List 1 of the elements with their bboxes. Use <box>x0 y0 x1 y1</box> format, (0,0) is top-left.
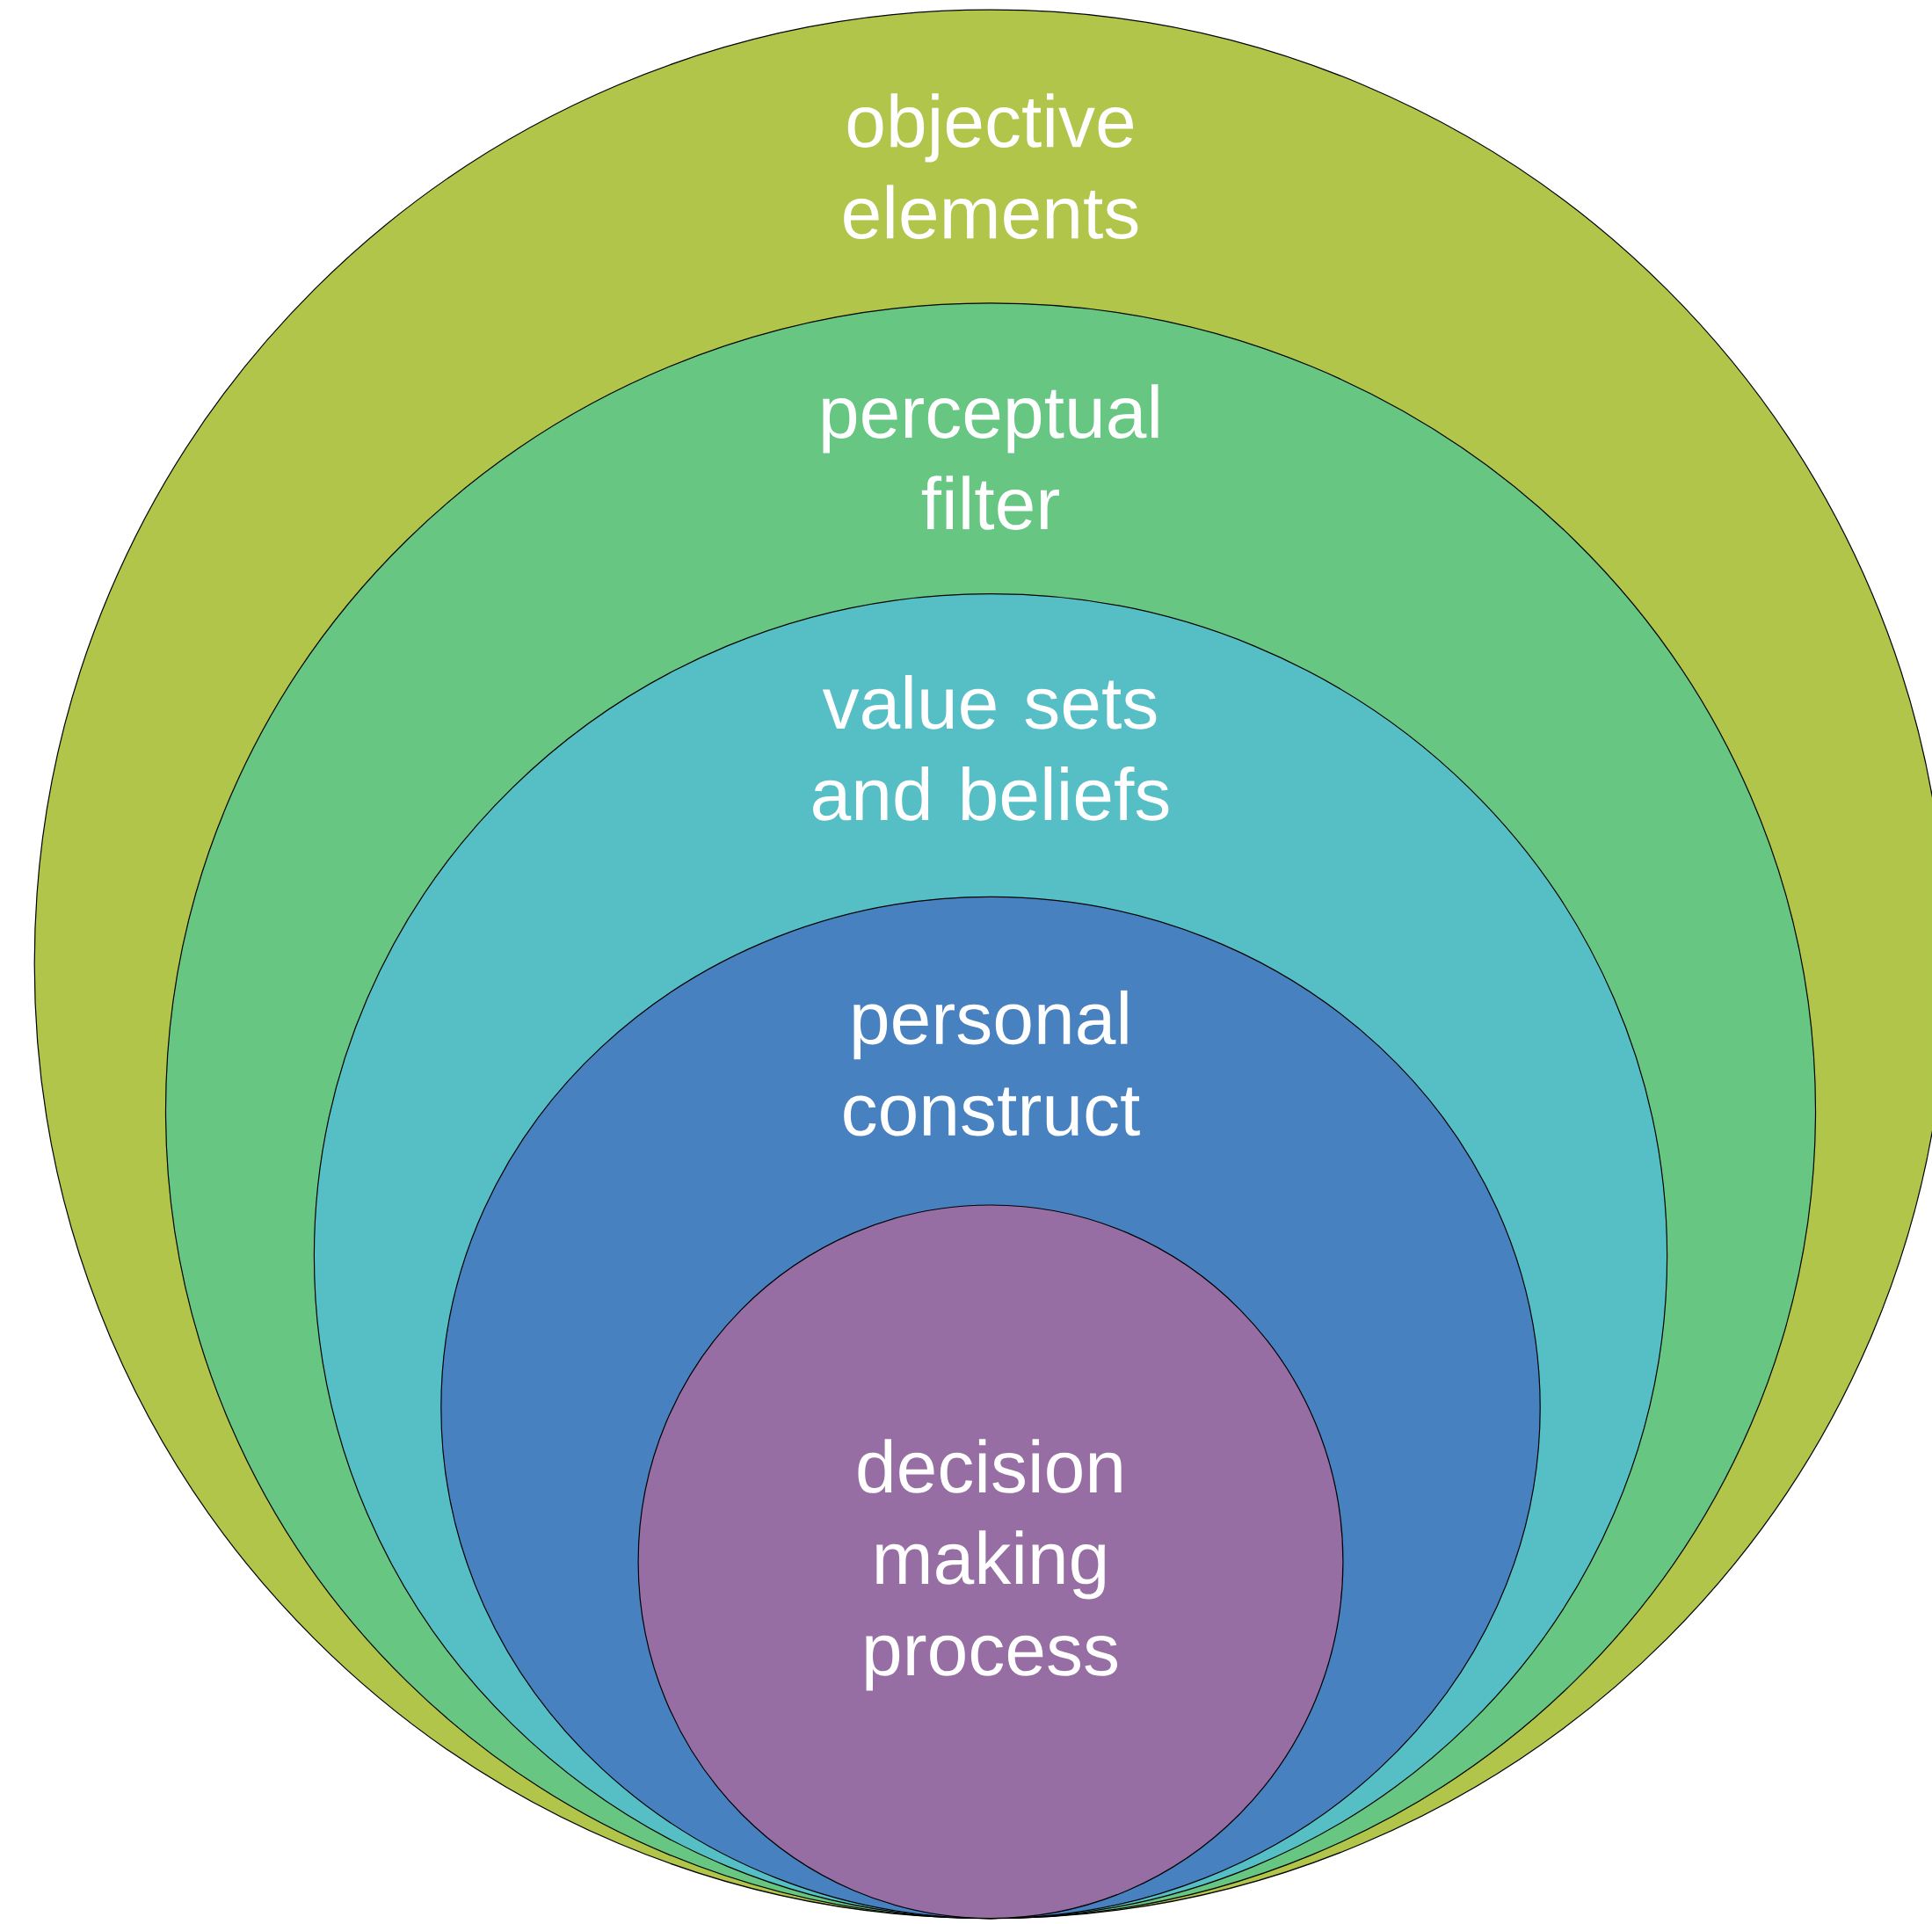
ellipse-region: decision making process <box>637 1204 1344 1920</box>
